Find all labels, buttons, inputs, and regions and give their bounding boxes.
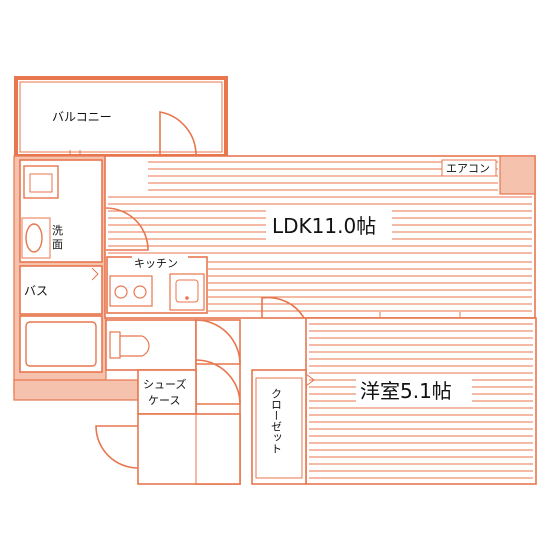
kitchen: キッチン <box>106 256 208 314</box>
balcony: バルコニー <box>14 76 228 158</box>
entrance <box>95 413 241 485</box>
western-room-label: 洋室5.1帖 <box>360 379 452 403</box>
aircon-label: エアコン <box>446 162 490 175</box>
kitchen-sink-icon <box>169 273 205 311</box>
washroom-door <box>105 207 149 251</box>
closet: クローゼット <box>251 369 315 485</box>
shoe-case-label-1: シューズ <box>143 377 186 391</box>
western-room: 洋室5.1帖 <box>305 317 537 485</box>
toilet <box>105 319 197 371</box>
sink-icon <box>23 165 59 199</box>
ldk-floor-lines <box>108 161 532 312</box>
balcony-door <box>159 111 197 157</box>
balcony-label: バルコニー <box>52 110 112 124</box>
entrance-door <box>95 425 139 469</box>
ldk-door <box>261 296 305 319</box>
kitchen-label: キッチン <box>134 257 178 270</box>
bath-label: バス <box>24 284 48 298</box>
aircon-wall-right <box>499 155 536 195</box>
toilet-icon <box>109 331 150 359</box>
washroom-label-1: 洗 <box>52 224 63 237</box>
bath: バス <box>19 265 103 373</box>
ldk-label: LDK11.0帖 <box>272 214 376 238</box>
toilet-door <box>195 319 241 365</box>
shoe-case-label-2: ケース <box>148 394 180 407</box>
shoe-case: シューズ ケース <box>137 369 197 415</box>
washroom: 洗 面 <box>19 159 149 263</box>
bathtub-icon <box>25 321 97 367</box>
washbasin-icon <box>25 223 43 253</box>
closet-label: クローゼット <box>270 388 283 454</box>
stove-icon <box>109 275 153 307</box>
washroom-label-2: 面 <box>52 238 63 251</box>
hall-door-right <box>195 359 241 405</box>
outer-wall-bottom-left <box>13 379 139 401</box>
